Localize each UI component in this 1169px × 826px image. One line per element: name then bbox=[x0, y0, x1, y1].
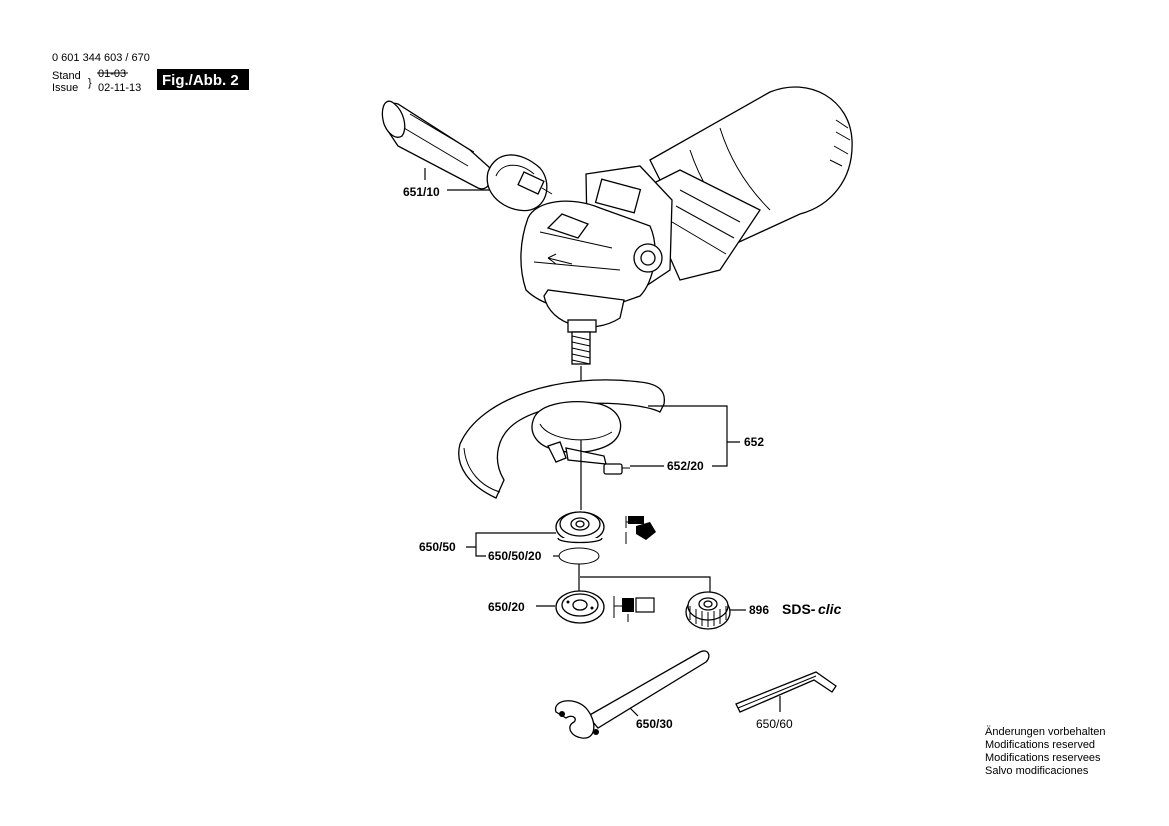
inner-flange-illustration bbox=[555, 590, 605, 624]
sds-brand-suffix: clic bbox=[818, 601, 842, 617]
stand-date: 01-03 bbox=[98, 68, 126, 80]
guard-screw-illustration bbox=[603, 463, 630, 475]
callout-652-20: 652/20 bbox=[667, 459, 704, 473]
brace-icon: } bbox=[88, 77, 92, 89]
note-fr: Modifications reservees bbox=[985, 752, 1101, 764]
figure-label: Fig./Abb. 2 bbox=[162, 72, 239, 89]
hex-key-illustration bbox=[735, 671, 837, 713]
two-pin-spanner-illustration bbox=[555, 650, 710, 739]
part-number: 0 601 344 603 / 670 bbox=[52, 52, 150, 64]
callout-650-50: 650/50 bbox=[419, 540, 456, 554]
leader-spanner bbox=[629, 707, 639, 717]
callout-896: 896 bbox=[749, 603, 769, 617]
side-handle-illustration bbox=[381, 100, 553, 212]
sds-brand-prefix: SDS- bbox=[782, 601, 816, 617]
note-es: Salvo modificaciones bbox=[985, 765, 1089, 777]
bracket-flange-nut bbox=[466, 532, 556, 557]
angle-grinder-illustration bbox=[520, 86, 853, 365]
flange-orientation-icon bbox=[613, 596, 655, 622]
nut-orientation-icon bbox=[625, 516, 656, 544]
issue-label: Issue bbox=[52, 82, 78, 94]
leader-quick-nut-axis bbox=[580, 576, 711, 592]
wheel-guard-illustration bbox=[458, 379, 666, 499]
callout-650-50-20: 650/50/20 bbox=[488, 549, 542, 563]
callout-651-10: 651/10 bbox=[403, 185, 440, 199]
o-ring-illustration bbox=[558, 547, 600, 565]
callout-650-30: 650/30 bbox=[636, 717, 673, 731]
stand-label: Stand bbox=[52, 70, 81, 82]
issue-date: 02-11-13 bbox=[98, 82, 141, 94]
quick-clamping-nut-illustration bbox=[685, 591, 731, 630]
callout-650-20: 650/20 bbox=[488, 600, 525, 614]
note-de: Änderungen vorbehalten bbox=[985, 726, 1105, 738]
callout-650-60: 650/60 bbox=[756, 717, 793, 731]
callout-652: 652 bbox=[744, 435, 764, 449]
bracket-guard bbox=[648, 405, 740, 467]
note-en: Modifications reserved bbox=[985, 739, 1095, 751]
figure-badge bbox=[157, 69, 249, 90]
clamping-nut-illustration bbox=[555, 511, 605, 544]
